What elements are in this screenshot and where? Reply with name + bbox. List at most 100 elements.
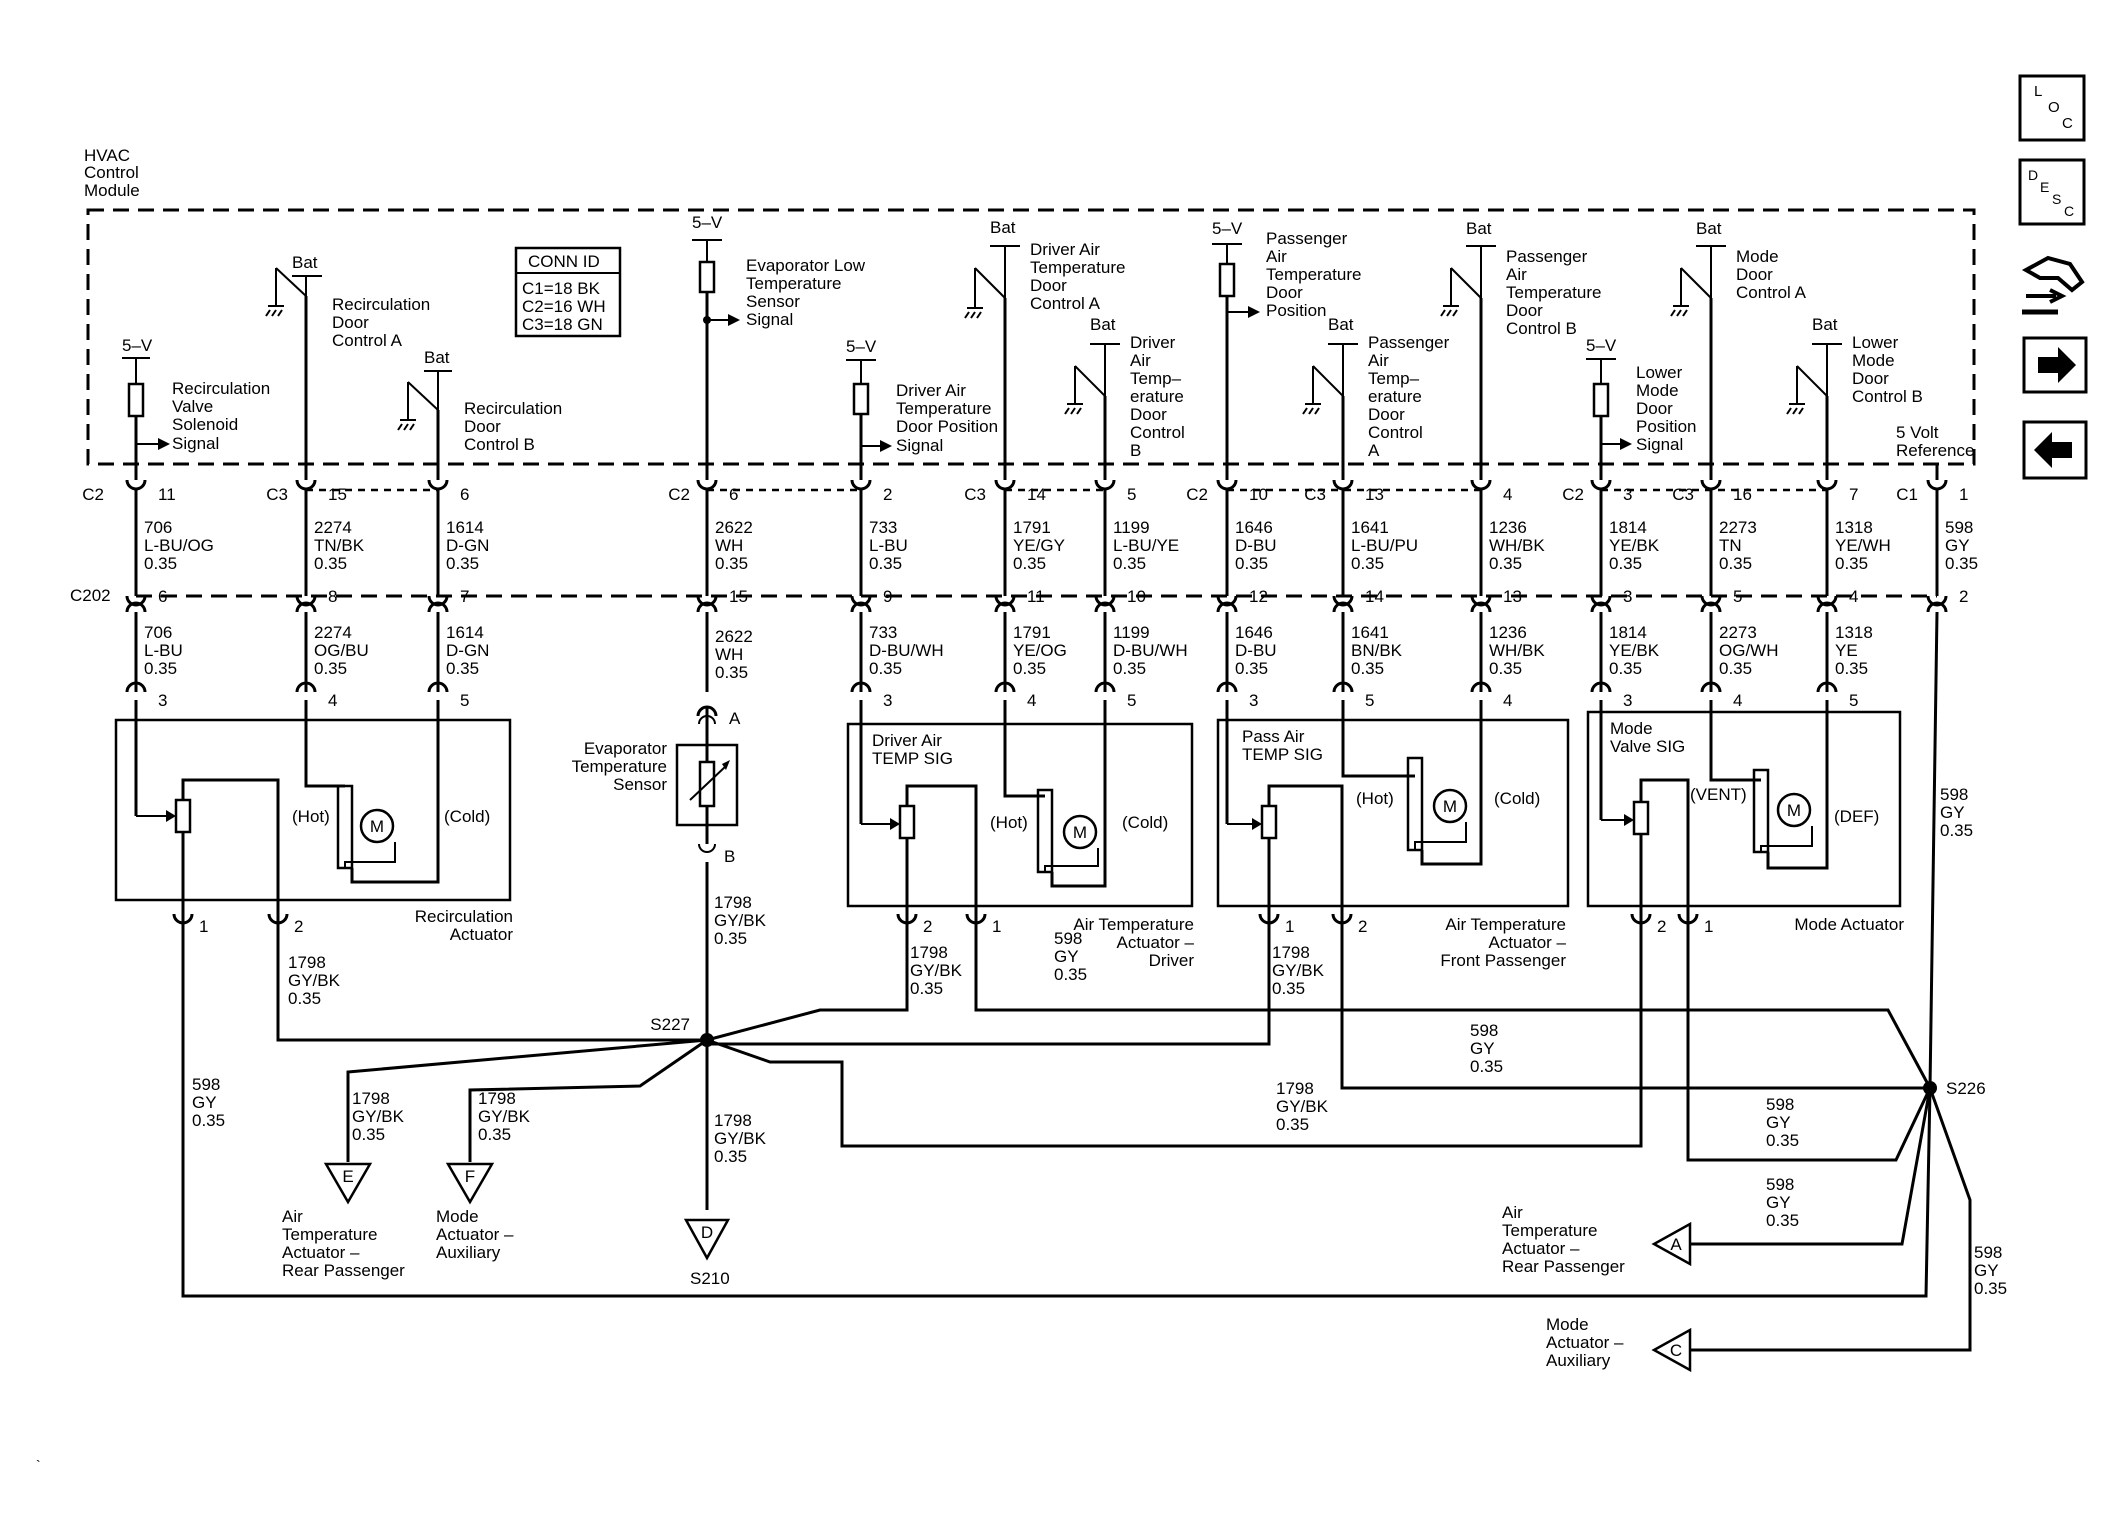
svg-text:Passenger: Passenger <box>1368 333 1450 352</box>
svg-text:1641: 1641 <box>1351 623 1389 642</box>
module-pin <box>1216 479 1238 491</box>
svg-text:Signal: Signal <box>172 434 219 453</box>
next-button[interactable] <box>2022 336 2088 394</box>
component-locator-button[interactable] <box>2021 255 2085 315</box>
pass-air-position-circuit: 5–V Passenger Air Temperature Door Posit… <box>1212 219 1361 480</box>
svg-text:Temperature: Temperature <box>572 757 667 776</box>
svg-text:0.35: 0.35 <box>1719 659 1752 678</box>
svg-text:Evaporator Low: Evaporator Low <box>746 256 866 275</box>
svg-text:598: 598 <box>1766 1175 1794 1194</box>
svg-text:5: 5 <box>1127 691 1136 710</box>
c202-pin-upper <box>427 595 449 607</box>
svg-text:598: 598 <box>1940 785 1968 804</box>
svg-text:Temperature: Temperature <box>1266 265 1361 284</box>
back-button[interactable] <box>2022 420 2088 480</box>
front-passenger-air-temp-actuator: Pass Air TEMP SIG M (Hot) (Cold) Air Tem… <box>1216 700 1570 970</box>
c202-pin-upper <box>1470 595 1492 607</box>
arrow-left-icon <box>2034 432 2072 468</box>
svg-text:Auxiliary: Auxiliary <box>436 1243 501 1262</box>
svg-text:D-BU: D-BU <box>1235 641 1277 660</box>
connector-a: A <box>1651 1221 1692 1267</box>
svg-text:erature: erature <box>1368 387 1422 406</box>
svg-text:15: 15 <box>328 485 347 504</box>
svg-text:Reference: Reference <box>1896 441 1974 460</box>
c202-pin <box>1590 601 1612 613</box>
device-pin <box>295 681 317 693</box>
svg-text:Actuator –: Actuator – <box>1117 933 1195 952</box>
svg-text:0.35: 0.35 <box>714 929 747 948</box>
svg-text:Mode: Mode <box>1852 351 1895 370</box>
svg-text:C1: C1 <box>1896 485 1918 504</box>
svg-text:YE/GY: YE/GY <box>1013 536 1065 555</box>
svg-text:3: 3 <box>1623 691 1632 710</box>
connector-d: D S210 <box>683 1218 731 1288</box>
svg-text:1: 1 <box>1959 485 1968 504</box>
svg-text:C2: C2 <box>1562 485 1584 504</box>
wire-label-pass-598: 598 GY 0.35 <box>1470 1021 1503 1076</box>
svg-text:TEMP SIG: TEMP SIG <box>872 749 953 768</box>
svg-text:Rear Passenger: Rear Passenger <box>282 1261 405 1280</box>
svg-text:Passenger: Passenger <box>1266 229 1348 248</box>
svg-text:2274: 2274 <box>314 518 352 537</box>
svg-text:0.35: 0.35 <box>1835 554 1868 573</box>
module-pin <box>1926 479 1948 491</box>
svg-text:GY: GY <box>1766 1193 1791 1212</box>
c202-pin-upper <box>125 595 147 607</box>
c202-pin <box>1094 601 1116 613</box>
svg-text:Actuator –: Actuator – <box>1489 933 1567 952</box>
svg-text:1318: 1318 <box>1835 518 1873 537</box>
svg-text:3: 3 <box>1623 485 1632 504</box>
svg-text:Recirculation: Recirculation <box>464 399 562 418</box>
loc-button[interactable]: L O C <box>2018 74 2086 142</box>
svg-text:Control A: Control A <box>332 331 403 350</box>
svg-text:Module: Module <box>84 181 140 200</box>
svg-text:Driver Air: Driver Air <box>896 381 966 400</box>
wire-label-driver-1798: 1798 GY/BK 0.35 <box>910 943 963 998</box>
svg-text:F: F <box>465 1167 475 1186</box>
svg-text:Sensor: Sensor <box>746 292 800 311</box>
module-pin <box>1700 479 1722 491</box>
svg-text:D: D <box>2028 167 2038 183</box>
svg-text:WH/BK: WH/BK <box>1489 536 1545 555</box>
svg-text:0.35: 0.35 <box>1719 554 1752 573</box>
svg-text:706: 706 <box>144 623 172 642</box>
recirc-valve-signal-circuit: 5–V Recirculation Valve Solenoid Signal <box>122 336 270 480</box>
svg-text:D: D <box>701 1223 713 1242</box>
c202-pin <box>427 601 449 613</box>
svg-text:14: 14 <box>1027 485 1046 504</box>
svg-text:S227: S227 <box>650 1015 690 1034</box>
svg-text:C3: C3 <box>266 485 288 504</box>
wire-label-evap-1798: 1798 GY/BK 0.35 <box>714 893 767 948</box>
svg-text:1614: 1614 <box>446 623 484 642</box>
svg-text:2274: 2274 <box>314 623 352 642</box>
svg-text:Position: Position <box>1636 417 1696 436</box>
svg-text:Door: Door <box>1030 276 1067 295</box>
svg-text:Actuator –: Actuator – <box>1502 1239 1580 1258</box>
svg-text:2: 2 <box>923 917 932 936</box>
connector-e: E <box>323 1162 373 1205</box>
svg-text:L-BU/OG: L-BU/OG <box>144 536 214 555</box>
c202-pin <box>850 601 872 613</box>
svg-text:0.35: 0.35 <box>1235 659 1268 678</box>
svg-text:YE: YE <box>1835 641 1858 660</box>
module-pin <box>850 479 872 491</box>
svg-text:D-GN: D-GN <box>446 536 489 555</box>
c202-pin-upper <box>295 595 317 607</box>
c202-pin <box>1470 601 1492 613</box>
svg-text:WH/BK: WH/BK <box>1489 641 1545 660</box>
desc-button[interactable]: D E S C <box>2018 158 2086 226</box>
svg-text:(Hot): (Hot) <box>292 807 330 826</box>
svg-text:733: 733 <box>869 623 897 642</box>
conn-id-table: CONN ID C1=18 BK C2=16 WH C3=18 GN <box>514 246 622 338</box>
svg-text:1798: 1798 <box>288 953 326 972</box>
svg-text:0.35: 0.35 <box>352 1125 385 1144</box>
svg-text:0.35: 0.35 <box>1974 1279 2007 1298</box>
svg-text:GY: GY <box>1945 536 1970 555</box>
svg-text:(Hot): (Hot) <box>1356 789 1394 808</box>
